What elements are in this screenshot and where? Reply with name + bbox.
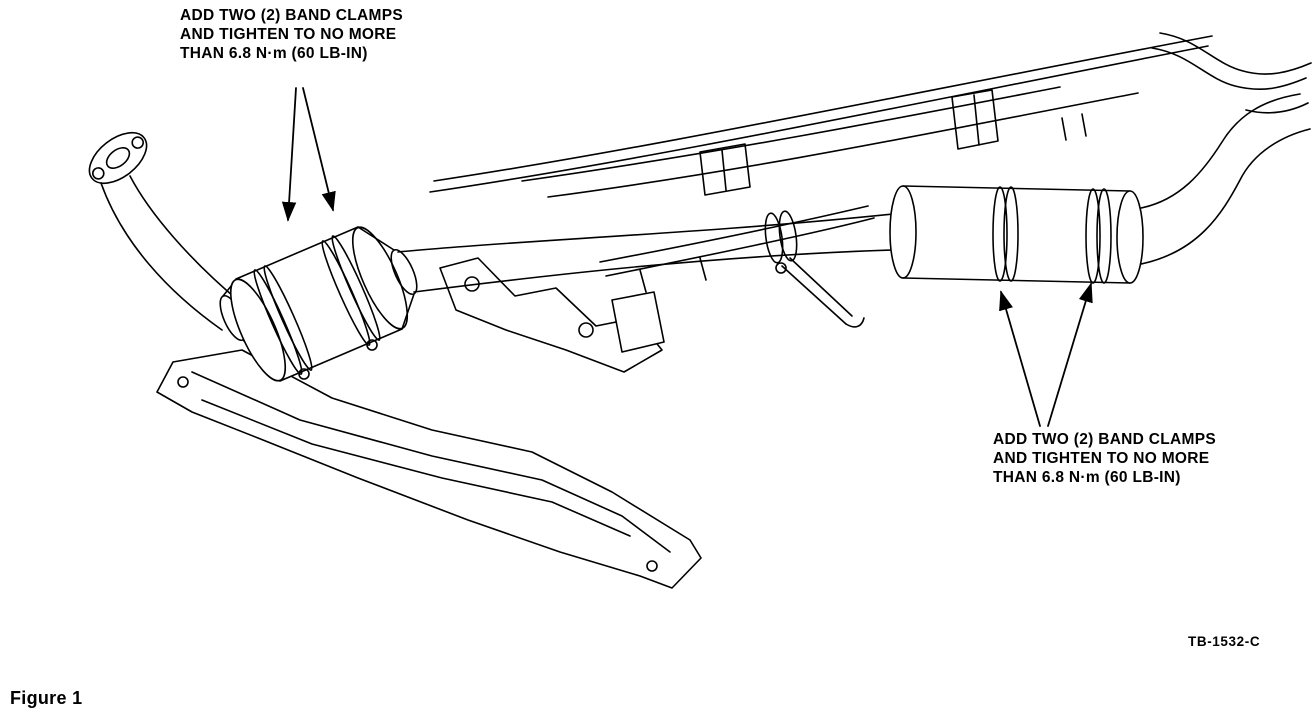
left-note-arrow-1 <box>281 87 297 222</box>
right-band-clamp-note: ADD TWO (2) BAND CLAMPS AND TIGHTEN TO N… <box>993 430 1216 487</box>
floor-pan-lines <box>429 35 1213 293</box>
left-band-clamp-note: ADD TWO (2) BAND CLAMPS AND TIGHTEN TO N… <box>180 6 403 63</box>
catalytic-converter <box>219 226 418 382</box>
tailpipe <box>1140 32 1312 265</box>
muffler <box>889 185 1144 284</box>
intermediate-pipe <box>397 213 894 293</box>
note-line: AND TIGHTEN TO NO MORE <box>993 450 1210 467</box>
front-flange <box>88 131 148 185</box>
figure-caption: Figure 1 <box>10 688 83 708</box>
muffler-band-clamps <box>992 186 1112 284</box>
converter-band-clamps <box>253 235 381 380</box>
pipe-bracket-assembly <box>439 257 665 373</box>
note-line: ADD TWO (2) BAND CLAMPS <box>993 431 1217 448</box>
heat-shield <box>156 349 702 589</box>
right-note-arrow-2 <box>1047 282 1093 427</box>
right-note-arrow-1 <box>999 290 1041 427</box>
drawing-code: TB-1532-C <box>1188 634 1261 649</box>
pipe-clamp-hanger <box>764 210 865 328</box>
note-line: ADD TWO (2) BAND CLAMPS <box>180 7 404 24</box>
note-line: THAN 6.8 N·m (60 LB-IN) <box>180 45 368 62</box>
left-note-arrow-2 <box>302 87 336 212</box>
note-line: THAN 6.8 N·m (60 LB-IN) <box>993 469 1181 486</box>
front-pipe <box>100 175 241 331</box>
annotation-arrows <box>281 87 1093 427</box>
note-line: AND TIGHTEN TO NO MORE <box>180 26 397 43</box>
